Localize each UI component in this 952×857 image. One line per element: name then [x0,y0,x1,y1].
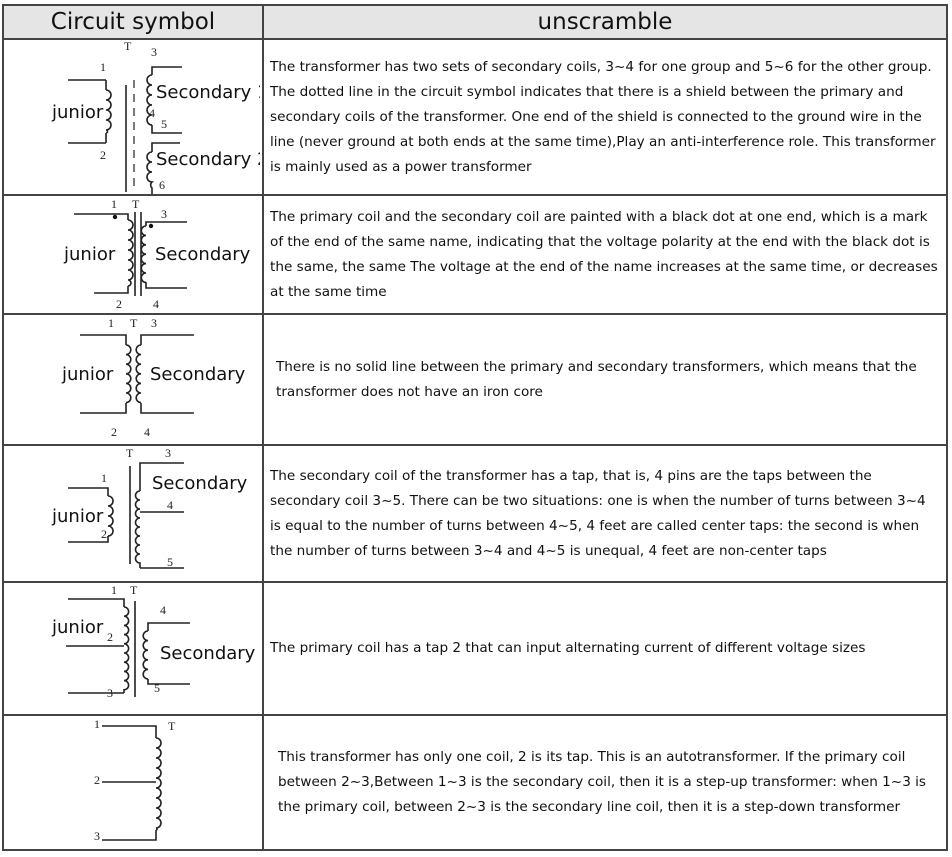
secondary-label: Secondary [160,643,256,664]
pin-label: 1 [108,316,114,330]
table-row: T 1 2 3 4 junior Secondary There is no s… [2,313,948,446]
pin-label: 4 [160,603,166,617]
pin-label: 1 [101,471,107,485]
header-unscramble: unscramble [262,4,948,40]
core-label: T [126,446,134,460]
pin-label: 3 [165,446,171,460]
dot-marked-transformer-symbol: T 1 2 3 4 junior Secondary [63,197,251,311]
secondary-label: Secondary [155,244,251,265]
symbol-cell: T 1 2 3 4 junior Secondary [2,313,264,446]
pin-label: 4 [144,425,150,439]
pin-label: 5 [161,117,167,131]
pin-label: 4 [153,297,159,311]
core-label: T [124,40,132,53]
pin-label: 1 [100,60,106,74]
symbol-cell: T 1 2 3 4 5 junior Secondary [2,581,264,716]
table-row: T 1 2 3 This transformer has only one co… [2,714,948,851]
secondary-label: Secondary 2 [156,149,260,170]
table-row: T 1 2 3 4 junior Secondary The primary c… [2,194,948,315]
secondary-label: Secondary [150,364,246,385]
pin-label: 2 [101,527,107,541]
explanation-cell: The secondary coil of the transformer ha… [262,444,948,583]
explanation-cell: The transformer has two sets of secondar… [262,38,948,196]
core-label: T [168,719,176,733]
table-row: T 1 2 3 4 5 junior Secondary The primary… [2,581,948,716]
shielded-dual-secondary-transformer-symbol: T 1 2 3 4 5 6 junior Seconda [51,40,260,194]
header-row: Circuit symbol unscramble [2,4,948,40]
primary-label: junior [51,102,104,123]
pin-label: 2 [94,773,100,787]
pin-label: 5 [167,555,173,569]
secondary-tap-transformer-symbol: T 1 2 3 4 5 junior Secondary [51,446,248,569]
pin-label: 3 [94,829,100,843]
pin-label: 4 [149,106,155,120]
table-row: T 1 2 3 4 5 6 junior Seconda [2,38,948,196]
secondary-label: Secondary [152,473,248,494]
core-label: T [130,316,138,330]
primary-label: junior [51,506,104,527]
header-circuit-symbol: Circuit symbol [2,4,264,40]
pin-label: 3 [151,316,157,330]
primary-label: junior [63,244,116,265]
pin-label: 4 [167,498,173,512]
primary-label: junior [51,617,104,638]
core-label: T [130,583,138,597]
pin-label: 2 [107,630,113,644]
symbol-cell: T 1 2 3 4 junior Secondary [2,194,264,315]
core-label: T [132,197,140,211]
explanation-cell: The primary coil and the secondary coil … [262,194,948,315]
table-row: T 1 2 3 4 5 junior Secondary The seconda… [2,444,948,583]
pin-label: 6 [159,178,165,192]
pin-label: 5 [154,681,160,695]
pin-label: 1 [111,197,117,211]
secondary-label: Secondary 1 [156,82,260,103]
pin-label: 2 [100,148,106,162]
explanation-cell: The primary coil has a tap 2 that can in… [262,581,948,716]
pin-label: 3 [161,207,167,221]
explanation-cell: There is no solid line between the prima… [262,313,948,446]
pin-label: 2 [111,425,117,439]
primary-tap-transformer-symbol: T 1 2 3 4 5 junior Secondary [51,583,256,700]
pin-label: 1 [94,717,100,731]
pin-label: 3 [151,45,157,59]
autotransformer-symbol: T 1 2 3 [94,717,176,843]
symbol-cell: T 1 2 3 4 5 junior Secondary [2,444,264,583]
symbol-cell: T 1 2 3 [2,714,264,851]
explanation-cell: This transformer has only one coil, 2 is… [262,714,948,851]
transformer-symbol-table: Circuit symbol unscramble T 1 2 3 4 5 6 [2,4,948,851]
air-core-transformer-symbol: T 1 2 3 4 junior Secondary [61,316,246,439]
symbol-cell: T 1 2 3 4 5 6 junior Seconda [2,38,264,196]
primary-label: junior [61,364,114,385]
pin-label: 2 [116,297,122,311]
pin-label: 1 [111,583,117,597]
